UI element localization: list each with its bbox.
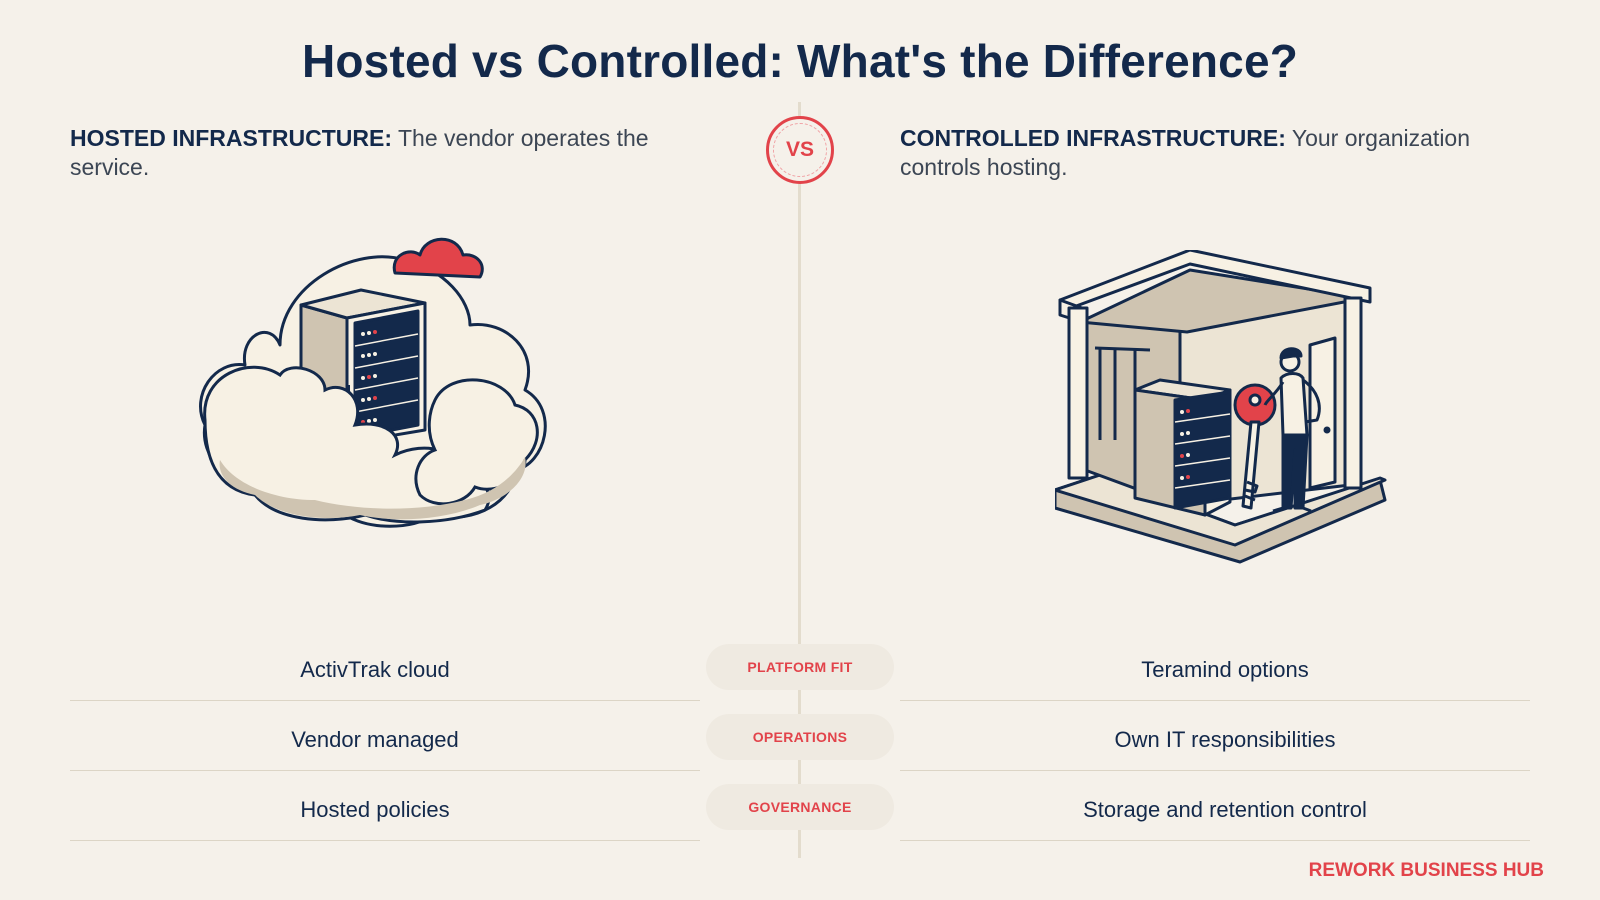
category-governance: GOVERNANCE	[706, 784, 894, 830]
brand-logo-text: REWORK BUSINESS HUB	[1308, 860, 1544, 881]
row-divider	[70, 770, 700, 771]
center-divider	[798, 102, 801, 858]
controlled-heading-text: Your organization controls hosting.	[900, 125, 1471, 180]
row-divider	[900, 840, 1530, 841]
hosted-platform-fit: ActivTrak cloud	[300, 657, 450, 682]
hosted-heading: HOSTED INFRASTRUCTURE: The vendor operat…	[70, 124, 670, 182]
row-divider	[70, 840, 700, 841]
row-divider	[900, 770, 1530, 771]
category-operations: OPERATIONS	[706, 714, 894, 760]
controlled-platform-fit: Teramind options	[1141, 657, 1309, 682]
controlled-heading-bold: CONTROLLED INFRASTRUCTURE:	[900, 125, 1286, 151]
page-title: Hosted vs Controlled: What's the Differe…	[301, 35, 1299, 87]
vs-badge: VS	[766, 116, 834, 184]
hosted-governance: Hosted policies	[300, 797, 450, 822]
hosted-operations: Vendor managed	[291, 727, 459, 752]
controlled-governance: Storage and retention control	[1083, 797, 1367, 822]
hosted-heading-text: The vendor operates the service.	[70, 125, 649, 180]
row-divider	[900, 700, 1530, 701]
cloud-server-illustration	[199, 237, 547, 528]
on-premise-room-with-key-illustration	[1055, 250, 1387, 564]
row-divider	[70, 700, 700, 701]
controlled-operations: Own IT responsibilities	[1114, 727, 1336, 752]
hosted-heading-bold: HOSTED INFRASTRUCTURE:	[70, 125, 392, 151]
category-platform-fit: PLATFORM FIT	[706, 644, 894, 690]
controlled-heading: CONTROLLED INFRASTRUCTURE: Your organiza…	[900, 124, 1520, 182]
